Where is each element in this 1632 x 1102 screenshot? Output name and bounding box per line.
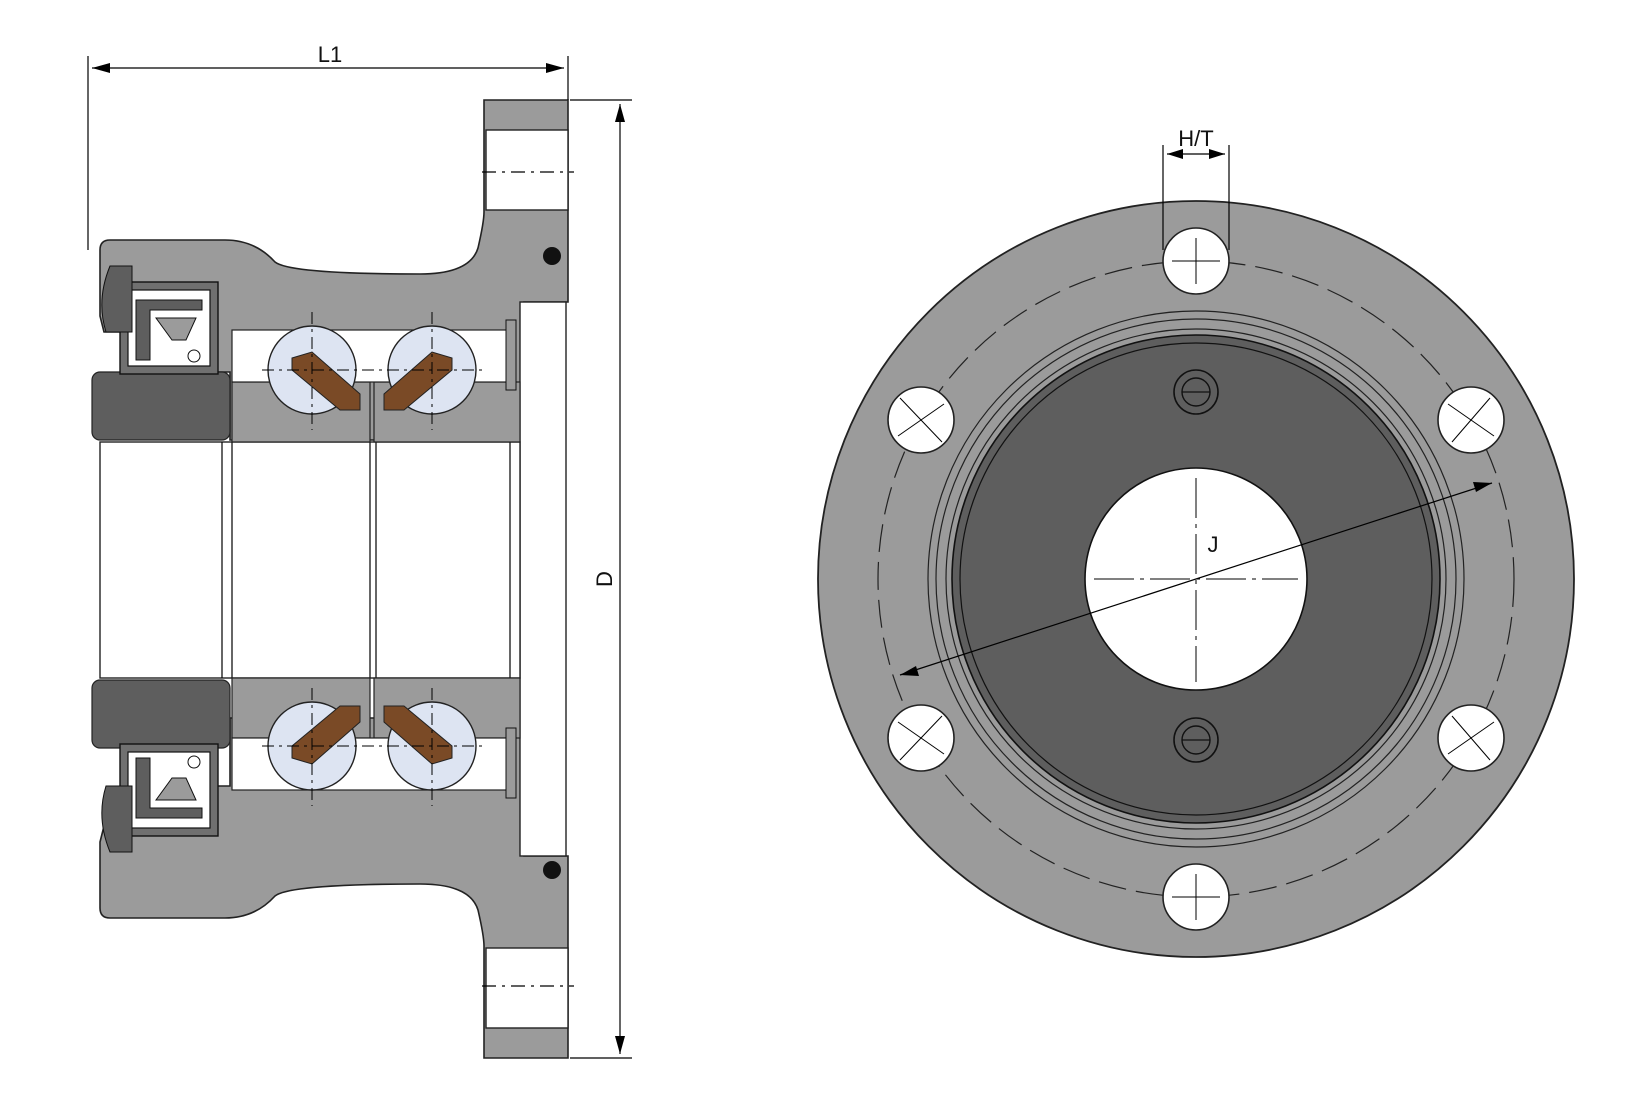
pin-top: [1173, 369, 1219, 415]
retainer-bottom: [505, 727, 517, 799]
o-ring-top: [543, 247, 561, 265]
seal-top: [101, 265, 219, 375]
inner-sleeve-top: [91, 371, 231, 441]
inner-sleeve-bottom: [91, 679, 231, 749]
front-view: H/T J: [817, 126, 1575, 958]
label-ht: H/T: [1178, 126, 1213, 151]
o-ring-bottom: [543, 861, 561, 879]
pin-bottom: [1173, 717, 1219, 763]
flange-bore-bottom: [485, 947, 569, 1029]
hub-bore: [99, 441, 521, 679]
seal-bottom: [101, 743, 219, 853]
label-d: D: [592, 571, 617, 587]
dimension-d: D: [570, 99, 632, 1059]
dimension-j: J: [899, 482, 1493, 676]
cage-top-right: [383, 351, 453, 411]
label-l1: L1: [318, 42, 342, 67]
retainer-top: [505, 319, 517, 391]
bolt-holes: [887, 227, 1505, 931]
label-j: J: [1208, 532, 1219, 557]
flange-bore-top: [485, 129, 569, 211]
dimension-l1: L1: [87, 42, 569, 250]
dimension-ht: H/T: [1162, 126, 1230, 250]
side-section-view: L1 D: [87, 42, 632, 1059]
housing-inner-cavity: [519, 301, 567, 857]
